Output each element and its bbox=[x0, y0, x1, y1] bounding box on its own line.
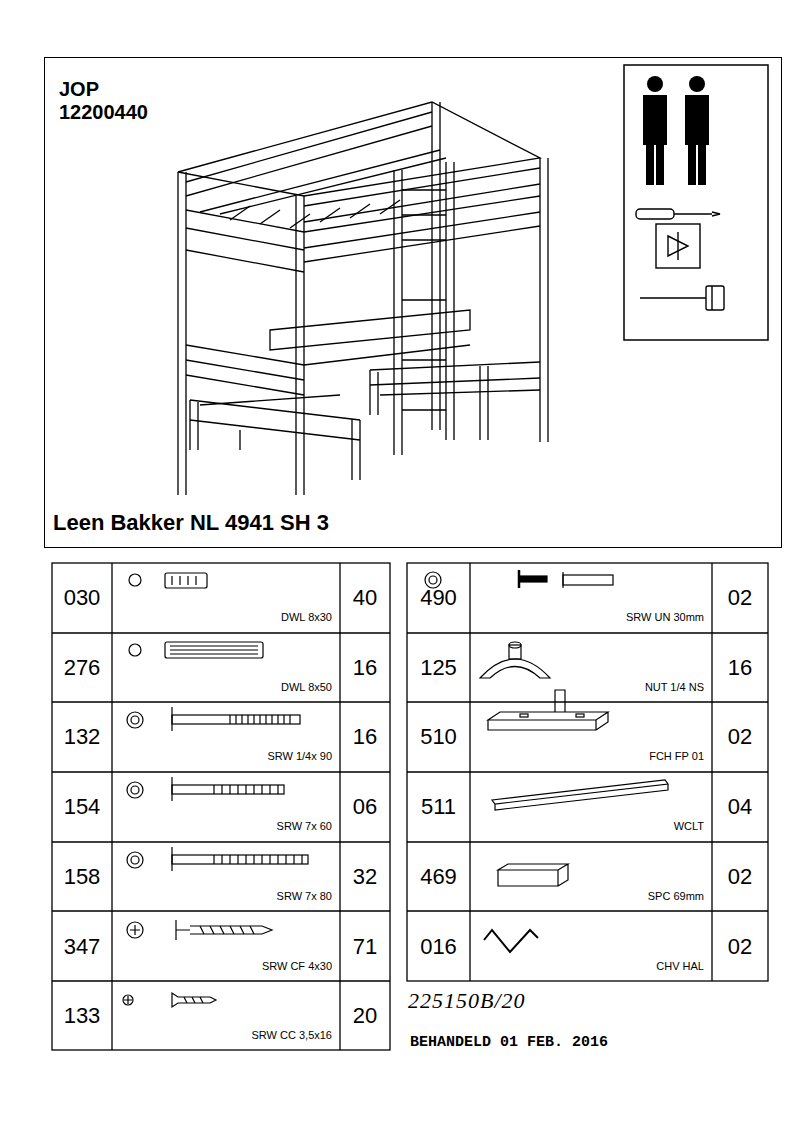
quantity: 02 bbox=[712, 864, 768, 889]
frame-box: JOP 12200440Leen Bakker NL 4941 SH 3 bbox=[44, 57, 782, 548]
part-name: SRW 1/4x 90 bbox=[116, 750, 332, 763]
part-name: DWL 8x50 bbox=[116, 681, 332, 694]
part-name: FCH FP 01 bbox=[474, 750, 704, 763]
part-number: 469 bbox=[407, 864, 470, 889]
part-name: CHV HAL bbox=[474, 960, 704, 973]
part-name: SRW 7x 60 bbox=[116, 820, 332, 833]
part-name: SPC 69mm bbox=[474, 890, 704, 903]
quantity: 02 bbox=[712, 585, 768, 610]
supplier-code: Leen Bakker NL 4941 SH 3 bbox=[53, 510, 613, 535]
quantity: 32 bbox=[340, 864, 390, 889]
part-number: 133 bbox=[52, 1003, 112, 1028]
part-number: 490 bbox=[407, 585, 470, 610]
part-name: NUT 1/4 NS bbox=[474, 681, 704, 694]
quantity: 40 bbox=[340, 585, 390, 610]
quantity: 16 bbox=[340, 655, 390, 680]
part-number: 276 bbox=[52, 655, 112, 680]
handwritten-note: 225150B/20 bbox=[408, 988, 658, 1013]
part-number: 132 bbox=[52, 724, 112, 749]
quantity: 02 bbox=[712, 724, 768, 749]
part-name: SRW 7x 80 bbox=[116, 890, 332, 903]
quantity: 16 bbox=[340, 724, 390, 749]
stamp: BEHANDELD 01 FEB. 2016 bbox=[410, 1034, 730, 1051]
quantity: 06 bbox=[340, 794, 390, 819]
part-number: 154 bbox=[52, 794, 112, 819]
part-number: 030 bbox=[52, 585, 112, 610]
part-number: 347 bbox=[52, 934, 112, 959]
product-title: JOP 12200440 bbox=[59, 78, 189, 124]
part-name: WCLT bbox=[474, 820, 704, 833]
part-name: DWL 8x30 bbox=[116, 611, 332, 624]
part-number: 125 bbox=[407, 655, 470, 680]
quantity: 16 bbox=[712, 655, 768, 680]
quantity: 02 bbox=[712, 934, 768, 959]
part-number: 016 bbox=[407, 934, 470, 959]
quantity: 71 bbox=[340, 934, 390, 959]
part-number: 511 bbox=[407, 794, 470, 819]
part-number: 158 bbox=[52, 864, 112, 889]
part-number: 510 bbox=[407, 724, 470, 749]
quantity: 20 bbox=[340, 1003, 390, 1028]
part-name: SRW CF 4x30 bbox=[116, 960, 332, 973]
part-name: SRW UN 30mm bbox=[474, 611, 704, 624]
part-name: SRW CC 3,5x16 bbox=[116, 1029, 332, 1042]
quantity: 04 bbox=[712, 794, 768, 819]
